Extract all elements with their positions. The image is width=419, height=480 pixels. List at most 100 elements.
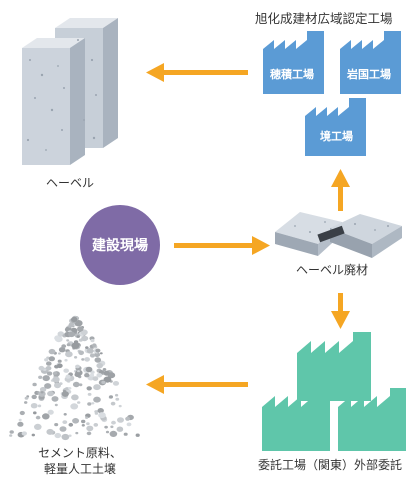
pebble (63, 413, 67, 416)
pebble (80, 329, 88, 336)
pebble (35, 415, 41, 420)
pebble (94, 357, 102, 363)
pebble (94, 412, 99, 415)
pebble (30, 403, 38, 409)
pebble (38, 390, 46, 397)
pebble (48, 348, 56, 355)
pebble (116, 426, 124, 432)
pebble (89, 353, 96, 358)
pebble (42, 375, 50, 382)
construction-site-label: 建設現場 (92, 238, 148, 254)
pebble (87, 392, 92, 396)
pebble (110, 401, 116, 406)
factory-sakai-label: 境工場 (320, 130, 353, 143)
pebble (9, 430, 14, 434)
pebble (71, 342, 80, 349)
pebble (77, 326, 84, 332)
pebble (68, 434, 72, 437)
pebble (105, 430, 110, 434)
pebble (58, 347, 66, 353)
pebble (38, 375, 43, 379)
pebble (104, 425, 108, 429)
arrow-waste-to-sakai (331, 169, 350, 211)
pebble (89, 373, 95, 377)
pebble (87, 402, 92, 406)
pebble (103, 370, 110, 376)
pebble (19, 410, 25, 416)
pebble (56, 363, 63, 369)
pebble (65, 374, 71, 379)
pebble (72, 381, 80, 388)
pebble (37, 404, 42, 408)
arrow-outsourced-to-output (146, 375, 248, 394)
output-label-line1: セメント原料、 (38, 446, 122, 460)
pebble (90, 339, 95, 343)
pebble (18, 418, 22, 422)
pebble (93, 384, 101, 391)
pebble (54, 423, 59, 427)
factory-outsourced-top-icon (297, 332, 371, 401)
pebble (135, 433, 140, 437)
pebble (76, 335, 80, 338)
pebble (115, 397, 120, 401)
pebble (65, 351, 73, 358)
pebble (59, 426, 67, 432)
pebble (77, 401, 81, 404)
pebble (46, 361, 52, 366)
pebble (24, 401, 28, 404)
factory-sakai-icon (305, 98, 366, 156)
pebble (64, 358, 68, 362)
pebble (125, 416, 130, 421)
hebel-label: ヘーベル (46, 176, 95, 190)
pebble (92, 343, 97, 348)
pebble (85, 346, 89, 349)
pebble (34, 423, 42, 430)
pebble (24, 396, 29, 400)
pebble (44, 358, 49, 362)
pebble (78, 350, 84, 356)
pebble (81, 358, 85, 361)
pebble (92, 376, 99, 381)
pebble (32, 382, 37, 387)
pebble (72, 418, 80, 424)
pebble (95, 348, 101, 353)
pebble (66, 339, 70, 342)
output-label: セメント原料、 軽量人工土壌 (30, 446, 130, 477)
pebble (66, 343, 71, 347)
pebble (31, 394, 37, 400)
arrow-factories-to-hebel (146, 63, 248, 82)
factory-iwakuni-label: 岩国工場 (347, 68, 391, 81)
pebble (96, 373, 103, 378)
pebble (84, 357, 90, 362)
pebble (112, 381, 120, 386)
pebble (86, 348, 94, 354)
hebel-waste-label: ヘーベル廃材 (296, 263, 369, 277)
pebble (74, 356, 78, 359)
pebble (17, 421, 24, 427)
pebble (93, 423, 99, 427)
pebble (97, 408, 104, 414)
factory-outsourced-right-icon (338, 388, 406, 451)
pebble (75, 364, 80, 369)
factory-hozumi-icon (263, 31, 324, 94)
pebble (70, 403, 79, 410)
pebble (126, 422, 132, 427)
factory-hozumi-label: 穂積工場 (270, 68, 314, 81)
pebble (85, 416, 89, 419)
pebble (77, 370, 80, 373)
pebble (111, 420, 116, 425)
factory-iwakuni-icon (340, 31, 401, 94)
pebble (81, 419, 86, 424)
pebble (45, 366, 52, 371)
pebble (68, 422, 74, 427)
pebble (86, 422, 90, 426)
pebble (68, 331, 76, 338)
pebble (52, 376, 60, 383)
pebble (46, 428, 54, 435)
pebble (103, 376, 112, 383)
pebble (62, 420, 68, 424)
hebel-panels-illustration (22, 18, 118, 165)
pebble (63, 368, 69, 373)
